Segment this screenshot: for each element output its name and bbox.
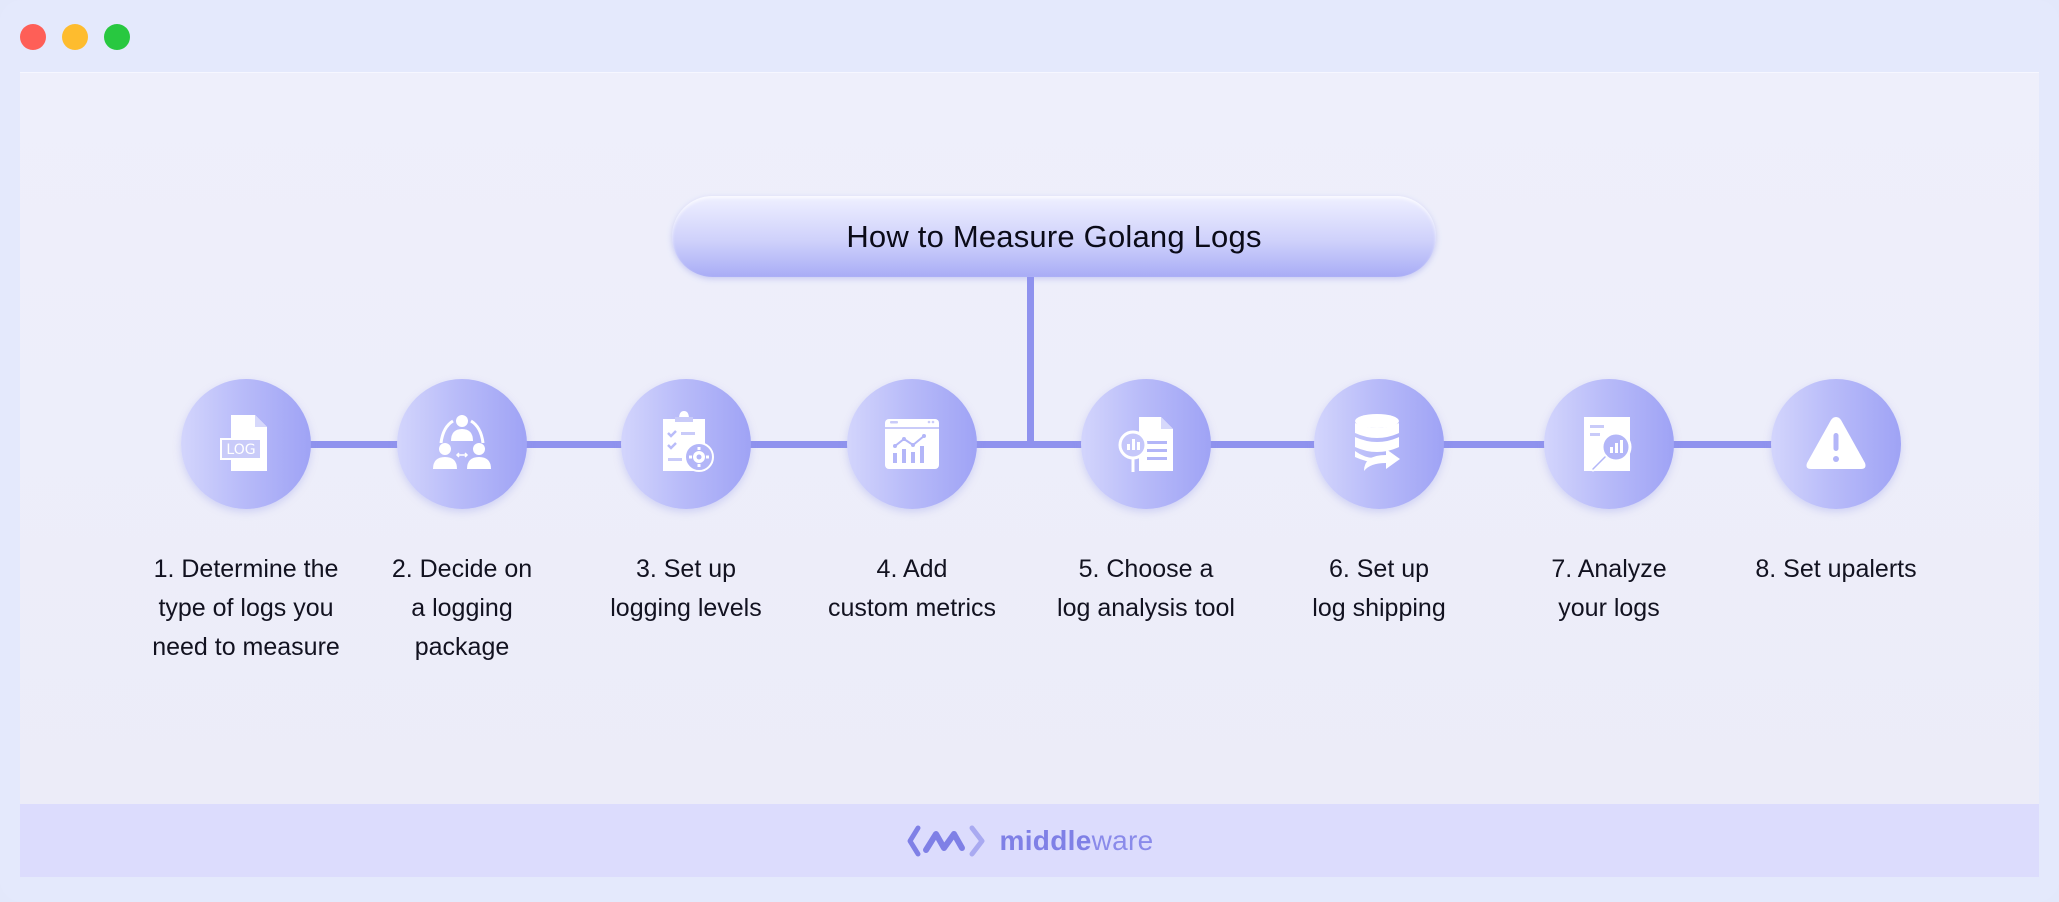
step-1-circle: LOG: [181, 379, 311, 509]
window-close-button[interactable]: [20, 24, 46, 50]
window-maximize-button[interactable]: [104, 24, 130, 50]
document-analysis-icon: [1118, 417, 1173, 472]
step-7-circle: [1544, 379, 1674, 509]
dashboard-chart-icon: [885, 419, 939, 469]
title-connector-line: [1027, 277, 1034, 448]
window-minimize-button[interactable]: [62, 24, 88, 50]
warning-icon: [1806, 417, 1866, 469]
team-network-icon: [433, 415, 491, 469]
log-file-icon: LOG: [220, 415, 267, 471]
step-6-label: 6. Set up log shipping: [1312, 555, 1446, 622]
step-8-label: 8. Set upalerts: [1755, 555, 1917, 583]
brand-footer: middleware: [20, 804, 2039, 877]
step-7-label: 7. Analyze your logs: [1551, 555, 1667, 622]
report-search-icon: [1584, 417, 1632, 472]
step-1-label: 1. Determine the type of logs you need t…: [152, 555, 340, 661]
step-5-label: 5. Choose a log analysis tool: [1057, 555, 1235, 622]
step-6-circle: [1314, 379, 1444, 509]
diagram-canvas: How to Measure Golang Logs LOG 1. Determ…: [20, 72, 2039, 876]
brand-name-light: ware: [1091, 824, 1154, 856]
step-2-label: 2. Decide on a logging package: [391, 555, 533, 661]
brand-name-bold: middle: [999, 824, 1092, 856]
step-3-circle: [621, 379, 751, 509]
diagram-title: How to Measure Golang Logs: [846, 218, 1262, 254]
diagram-title-pill: How to Measure Golang Logs: [672, 196, 1436, 277]
step-4-circle: [847, 379, 977, 509]
step-2-circle: [397, 379, 527, 509]
step-8-circle: [1771, 379, 1901, 509]
svg-text:LOG: LOG: [226, 442, 255, 458]
step-3-label: 3. Set up logging levels: [610, 555, 762, 622]
clipboard-settings-icon: [663, 411, 714, 472]
brand-name: middleware: [1000, 825, 1154, 857]
step-5-circle: [1081, 379, 1211, 509]
step-4-label: 4. Add custom metrics: [827, 555, 997, 622]
database-transfer-icon: [1355, 414, 1400, 471]
middleware-logo-icon: [906, 824, 988, 858]
